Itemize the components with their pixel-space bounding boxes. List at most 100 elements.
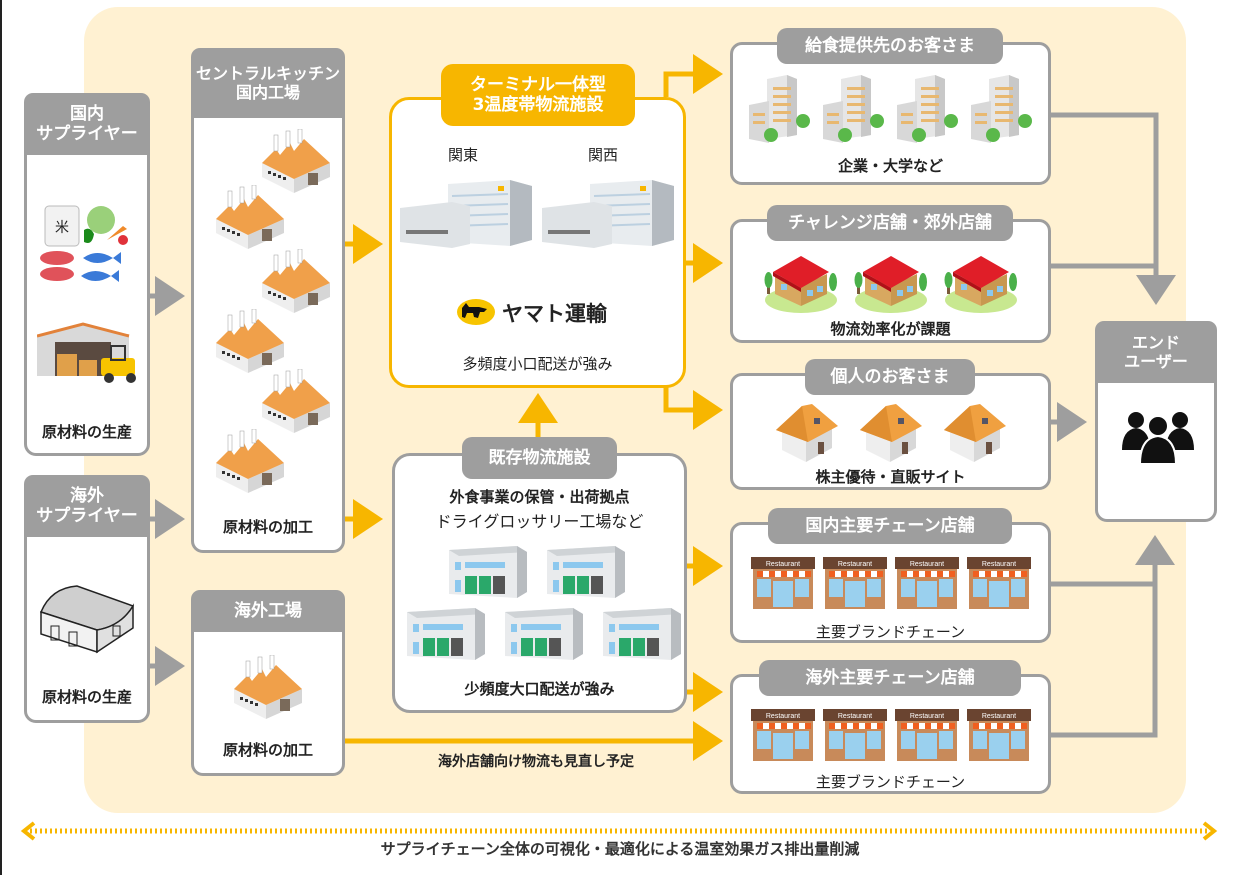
existing-desc-line1: 外食事業の保管・出荷拠点 xyxy=(449,488,630,506)
restaurant-icon: Restaurant xyxy=(966,709,1031,765)
terminal-title-1: ターミナル一体型 xyxy=(470,74,606,95)
warehouse-forklift-icon xyxy=(37,322,136,383)
suburban-store-icon xyxy=(943,248,1019,318)
restaurant-icon: Restaurant xyxy=(822,709,887,765)
customer-caption: 株主優待・直販サイト xyxy=(815,468,966,486)
overseas-supplier-caption: 原材料の生産 xyxy=(41,688,132,706)
factory-icon xyxy=(258,248,334,317)
restaurant-icon: Restaurant xyxy=(966,557,1031,613)
overseas-factory-caption: 原材料の加工 xyxy=(222,741,313,759)
yamato-cat-logo-icon xyxy=(457,299,495,325)
warehouse-building-icon xyxy=(601,606,683,666)
overseas-factory-header: 海外工場 xyxy=(191,590,345,632)
customer-header: 国内主要チェーン店舗 xyxy=(768,508,1012,544)
customer-header: 個人のお客さま xyxy=(805,359,975,395)
customer-caption: 主要ブランドチェーン xyxy=(815,623,966,641)
existing-facility-box: 外食事業の保管・出荷拠点 ドライグロッサリー工場など 少頻度大口配送が強み xyxy=(392,453,687,713)
domestic-supplier-title-1: 国内 xyxy=(70,103,104,124)
suburban-store-icon xyxy=(763,248,839,318)
central-kitchen-caption: 原材料の加工 xyxy=(222,518,313,536)
central-kitchen-header: セントラルキッチン 国内工場 xyxy=(191,48,345,118)
office-building-icon xyxy=(895,75,961,151)
hangar-warehouse-icon xyxy=(39,585,135,654)
customer-icon-row xyxy=(733,400,1048,468)
customer-icon-row xyxy=(733,75,1048,151)
svg-text:Restaurant: Restaurant xyxy=(981,561,1015,568)
factory-icon xyxy=(212,308,288,377)
customer-icon-row xyxy=(733,248,1048,318)
domestic-supplier-title-2: サプライヤー xyxy=(36,124,138,144)
customer-title: 個人のお客さま xyxy=(830,366,950,387)
end-user-title-1: エンド xyxy=(1131,332,1180,352)
restaurant-icon: Restaurant xyxy=(750,557,815,613)
svg-text:Restaurant: Restaurant xyxy=(765,713,799,720)
customer-title: 国内主要チェーン店舗 xyxy=(805,515,975,536)
left-border-line xyxy=(0,0,2,875)
region-kansai-label: 関西 xyxy=(588,146,619,164)
svg-text:Restaurant: Restaurant xyxy=(837,713,871,720)
overseas-factory-title: 海外工場 xyxy=(234,600,302,621)
people-group-icon xyxy=(1122,412,1194,465)
logistics-center-kanto-icon xyxy=(400,180,532,248)
svg-text:Restaurant: Restaurant xyxy=(837,561,871,568)
factory-icon xyxy=(258,128,334,197)
customer-caption: 主要ブランドチェーン xyxy=(815,773,966,791)
end-user-box: エンド ユーザー xyxy=(1095,321,1217,522)
restaurant-icon: Restaurant xyxy=(894,709,959,765)
warehouse-building-icon xyxy=(405,606,487,666)
restaurant-icon: Restaurant xyxy=(894,557,959,613)
customer-title: チャレンジ店舗・郊外店舗 xyxy=(788,212,992,233)
terminal-facility-header: ターミナル一体型 3温度帯物流施設 xyxy=(441,64,635,126)
bottom-note: サプライチェーン全体の可視化・最適化による温室効果ガス排出量削減 xyxy=(380,840,860,858)
overseas-factory-box: 海外工場 原材料の加工 xyxy=(191,590,345,776)
existing-facility-title: 既存物流施設 xyxy=(488,447,591,468)
existing-desc-line2: ドライグロッサリー工場など xyxy=(435,512,644,531)
overseas-supplier-box: 海外 サプライヤー 原材料の生産 xyxy=(24,475,150,723)
office-building-icon xyxy=(821,75,887,151)
domestic-supplier-caption: 原材料の生産 xyxy=(41,423,132,441)
yamato-brand-name: ヤマト運輸 xyxy=(502,302,607,326)
house-icon xyxy=(940,400,1010,468)
factory-icon xyxy=(212,184,288,253)
customer-header: チャレンジ店舗・郊外店舗 xyxy=(767,205,1013,241)
overseas-supplier-header: 海外 サプライヤー xyxy=(24,475,150,537)
central-kitchen-title-2: 国内工場 xyxy=(235,83,300,102)
domestic-supplier-box: 国内 サプライヤー 米 原材料の生産 xyxy=(24,93,150,456)
customer-box: 企業・大学など xyxy=(730,42,1051,185)
office-building-icon xyxy=(969,75,1035,151)
right-chevron-icon xyxy=(1202,821,1218,841)
house-icon xyxy=(856,400,926,468)
existing-facility-header: 既存物流施設 xyxy=(462,437,617,479)
terminal-facility-box: 関東 関西 ヤマト運輸 多頻度小口配送が強み xyxy=(389,97,686,388)
office-building-icon xyxy=(747,75,813,151)
restaurant-icon: Restaurant xyxy=(750,709,815,765)
overseas-supplier-title-2: サプライヤー xyxy=(36,506,138,526)
restaurant-icon: Restaurant xyxy=(822,557,887,613)
svg-text:米: 米 xyxy=(55,220,69,236)
logistics-center-kansai-icon xyxy=(542,180,674,248)
terminal-facility-caption: 多頻度小口配送が強み xyxy=(462,355,613,373)
end-user-header: エンド ユーザー xyxy=(1095,321,1217,383)
overseas-route-note: 海外店舗向け物流も見直し予定 xyxy=(438,754,634,770)
factory-icon xyxy=(230,654,306,723)
factory-icon xyxy=(258,368,334,437)
factory-icon xyxy=(212,428,288,497)
customer-icon-row: Restaurant Restaurant Restaurant Restaurant xyxy=(733,709,1048,765)
customer-title: 海外主要チェーン店舗 xyxy=(805,667,975,688)
svg-text:Restaurant: Restaurant xyxy=(981,713,1015,720)
customer-icon-row: Restaurant Restaurant Restaurant Restaurant xyxy=(733,557,1048,613)
svg-text:Restaurant: Restaurant xyxy=(765,561,799,568)
region-kanto-label: 関東 xyxy=(448,146,479,164)
left-chevron-icon xyxy=(20,821,36,841)
customer-header: 給食提供先のお客さま xyxy=(777,28,1003,64)
svg-text:Restaurant: Restaurant xyxy=(909,713,943,720)
warehouse-building-icon xyxy=(503,606,585,666)
terminal-title-2: 3温度帯物流施設 xyxy=(472,95,604,115)
suburban-store-icon xyxy=(853,248,929,318)
customer-caption: 物流効率化が課題 xyxy=(830,320,951,338)
customer-caption: 企業・大学など xyxy=(837,157,943,175)
warehouse-building-icon xyxy=(447,544,529,604)
food-ingredients-icon: 米 xyxy=(40,205,128,282)
customer-header: 海外主要チェーン店舗 xyxy=(759,660,1021,696)
central-kitchen-box: セントラルキッチン 国内工場 原材料の加工 xyxy=(191,48,345,553)
